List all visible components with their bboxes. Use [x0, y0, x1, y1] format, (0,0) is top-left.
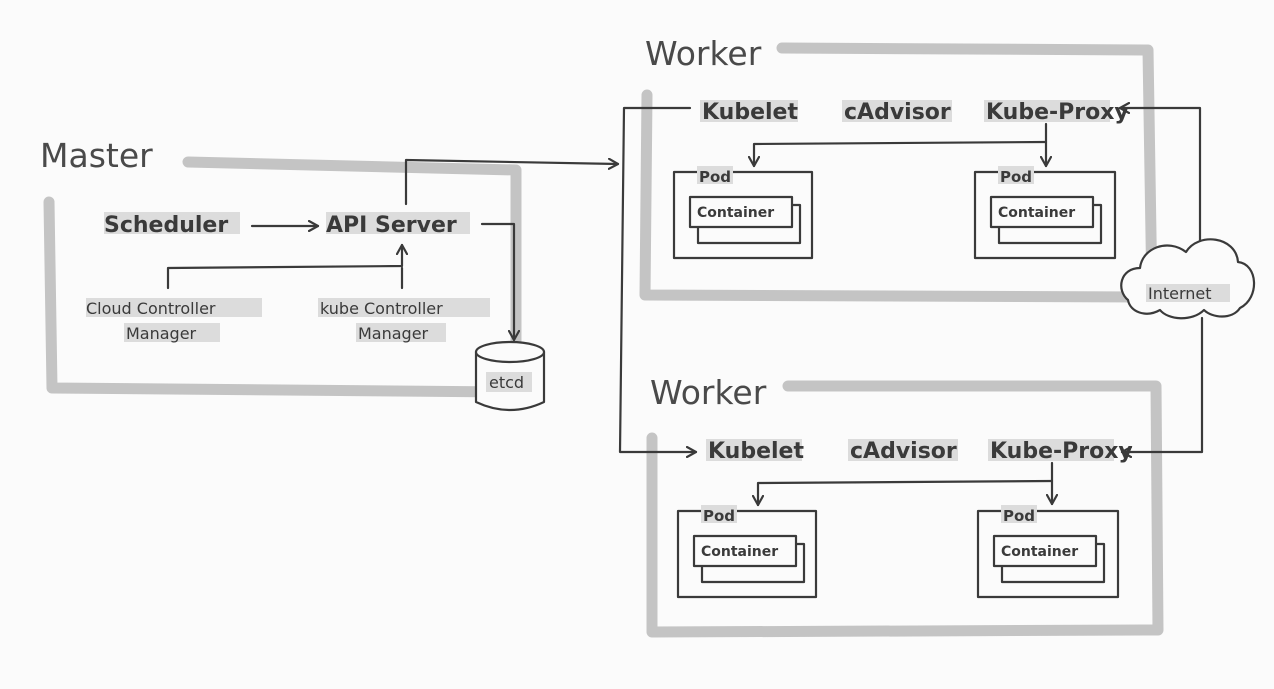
cloud-controller-highlight-2	[124, 323, 220, 342]
kube-controller-label-line2: Manager	[358, 324, 429, 343]
pod-1-1: Pod Container	[672, 166, 814, 260]
kubelet-1-highlight	[700, 100, 798, 122]
pod-2-1-highlight	[701, 505, 737, 523]
cloud-controller-label-line1: Cloud Controller	[86, 299, 216, 318]
kube-proxy-1-label: Kube-Proxy	[986, 100, 1129, 125]
container-1-2-box	[989, 195, 1095, 229]
container-2-1-label: Container	[701, 544, 778, 560]
cadvisor-2-highlight	[848, 439, 958, 461]
etcd-database-icon: etcd	[474, 340, 546, 412]
cadvisor-1-label: cAdvisor	[844, 100, 951, 125]
cloud-controller-highlight	[86, 298, 262, 317]
proxy-to-pod-1-1-arrow	[754, 140, 1048, 168]
api-to-etcd-arrow	[480, 222, 514, 342]
proxy-to-pod-2-1-arrow	[758, 479, 1054, 507]
internet-highlight	[1146, 284, 1230, 302]
internet-to-proxy-2-arrow	[1120, 316, 1204, 452]
worker-2-frame	[646, 380, 1164, 638]
controllers-to-api-arrow	[166, 243, 402, 290]
pod-2-1: Pod Container	[676, 505, 818, 599]
internet-label: Internet	[1148, 284, 1212, 303]
kube-proxy-2-highlight	[988, 439, 1114, 461]
etcd-label: etcd	[489, 373, 524, 392]
kube-proxy-2-label: Kube-Proxy	[990, 439, 1133, 464]
pod-1-1-label: Pod	[699, 168, 731, 186]
container-2-1-box	[692, 534, 798, 568]
worker-2-title: Worker	[650, 373, 767, 412]
container-1-1-label: Container	[697, 205, 774, 221]
worker-node-2: Worker Kubelet cAdvisor Kube-Proxy Pod C…	[646, 373, 1164, 638]
cadvisor-1-highlight	[842, 100, 952, 122]
pod-1-2-label: Pod	[1000, 168, 1032, 186]
internet-to-proxy-1-arrow	[1118, 108, 1202, 242]
pod-2-2: Pod Container	[976, 505, 1120, 599]
etcd-highlight	[486, 372, 532, 392]
cadvisor-2-label: cAdvisor	[850, 439, 957, 464]
kube-proxy-1-highlight	[984, 100, 1110, 122]
pod-1-2: Pod Container	[973, 166, 1117, 260]
container-1-2-label: Container	[998, 205, 1075, 221]
cloud-controller-label-line2: Manager	[126, 324, 197, 343]
kubelet-2-highlight	[706, 439, 802, 461]
worker-node-1: Worker Kubelet cAdvisor Kube-Proxy Pod C…	[639, 34, 1158, 303]
container-2-2-label: Container	[1001, 544, 1078, 560]
master-title: Master	[40, 136, 153, 175]
master-frame	[43, 156, 522, 398]
api-server-label: API Server	[326, 213, 457, 238]
pod-2-1-label: Pod	[703, 507, 735, 525]
scheduler-highlight	[104, 212, 240, 234]
pod-1-2-highlight	[998, 166, 1034, 184]
api-to-workers-arrow	[404, 160, 620, 206]
pod-1-1-highlight	[697, 166, 733, 184]
container-1-1-box	[688, 195, 794, 229]
kubelet-1-label: Kubelet	[702, 100, 798, 125]
pod-2-2-label: Pod	[1003, 507, 1035, 525]
kube-controller-highlight	[318, 298, 490, 317]
api-server-highlight	[326, 212, 470, 234]
container-2-2-box	[992, 534, 1098, 568]
kubelet-2-label: Kubelet	[708, 439, 804, 464]
scheduler-label: Scheduler	[104, 213, 228, 238]
pod-2-2-highlight	[1001, 505, 1037, 523]
kube-controller-label-line1: kube Controller	[320, 299, 443, 318]
internet-cloud-icon: Internet	[1120, 238, 1256, 320]
worker-1-title: Worker	[645, 34, 762, 73]
kube-controller-highlight-2	[356, 323, 446, 342]
master-node: Master Scheduler API Server Cloud Contro…	[40, 136, 546, 412]
kubelet-bus-arrows	[618, 106, 698, 452]
